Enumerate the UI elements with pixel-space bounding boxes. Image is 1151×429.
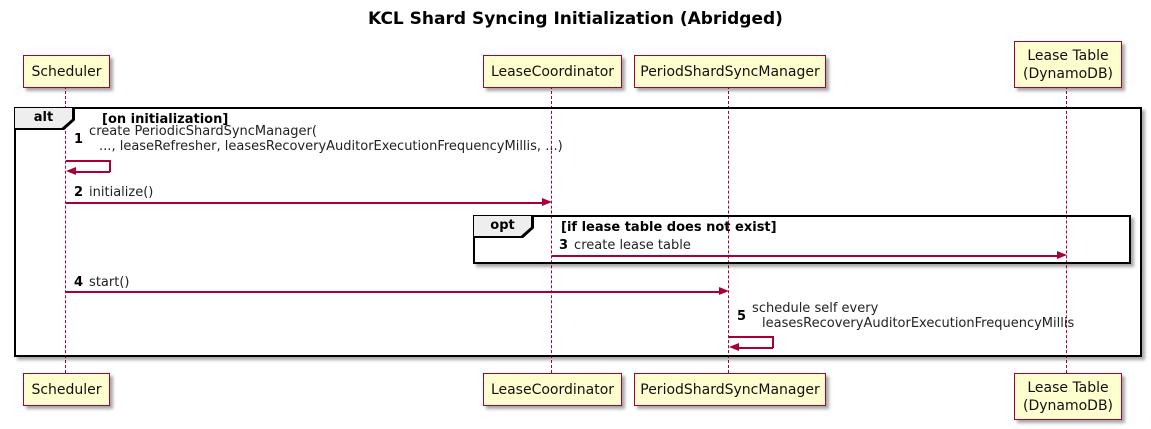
participant-label-line1: Lease Table (1027, 47, 1109, 64)
lifeline-scheduler (65, 86, 66, 373)
message-3-text: create lease table (574, 238, 691, 253)
participant-scheduler-bottom: Scheduler (23, 373, 110, 406)
alt-frame-label: alt (15, 108, 72, 128)
message-2-seq: 2 (74, 185, 84, 200)
message-4-seq: 4 (74, 275, 84, 290)
message-2-label: 2 initialize() (74, 185, 153, 200)
message-2-arrow-line (66, 202, 543, 204)
participant-label-line2: (DynamoDB) (1022, 65, 1114, 82)
opt-frame-guard: [if lease table does not exist] (561, 220, 777, 235)
participant-label: LeaseCoordinator (490, 63, 615, 80)
message-5-seq: 5 (737, 308, 747, 324)
message-1-label: 1 create PeriodicShardSyncManager( ..., … (74, 124, 563, 154)
participant-scheduler-top: Scheduler (23, 55, 110, 88)
message-5-arrowhead (729, 343, 739, 351)
message-4-arrow-line (66, 291, 720, 293)
alt-frame-tag: alt (15, 108, 75, 130)
participant-periodshardsyncmanager-top: PeriodShardSyncManager (634, 55, 826, 88)
message-2-arrowhead (542, 198, 552, 206)
message-1-arrow-top (66, 160, 110, 162)
message-5-text-line2: leasesRecoveryAuditorExecutionFrequencyM… (762, 316, 1075, 331)
lifeline-periodshardsyncmanager (728, 86, 729, 373)
participant-label: PeriodShardSyncManager (640, 381, 820, 398)
participant-label: PeriodShardSyncManager (640, 63, 820, 80)
opt-frame-tag: opt (474, 216, 534, 238)
participant-label: Scheduler (31, 381, 102, 398)
message-4-text: start() (89, 275, 130, 290)
message-5-arrow-bottom (737, 347, 773, 349)
message-2-text: initialize() (89, 185, 154, 200)
diagram-title: KCL Shard Syncing Initialization (Abridg… (368, 9, 783, 29)
participant-lease-table-bottom: Lease Table (DynamoDB) (1014, 373, 1122, 420)
participant-label: LeaseCoordinator (490, 381, 615, 398)
message-3-arrowhead (1057, 251, 1067, 259)
message-5-label: 5 schedule self every leasesRecoveryAudi… (737, 301, 1074, 331)
message-5-arrow-top (729, 336, 773, 338)
message-4-arrowhead (719, 287, 729, 295)
message-1-arrow-side (109, 160, 111, 172)
lifeline-lease-table (1066, 86, 1067, 373)
participant-label: Scheduler (31, 63, 102, 80)
message-5-arrow-side (772, 336, 774, 348)
alt-frame-guard: [on initialization] (102, 112, 229, 127)
lifeline-leasecoordinator (551, 86, 552, 373)
participant-periodshardsyncmanager-bottom: PeriodShardSyncManager (634, 373, 826, 406)
message-3-label: 3 create lease table (559, 238, 691, 253)
participant-leasecoordinator-top: LeaseCoordinator (483, 55, 622, 88)
participant-label-line2: (DynamoDB) (1022, 397, 1114, 414)
message-1-arrow-bottom (74, 171, 110, 173)
message-1-text-line2: ..., leaseRefresher, leasesRecoveryAudit… (99, 139, 563, 154)
participant-label-line1: Lease Table (1027, 379, 1109, 396)
message-3-arrow-line (552, 255, 1058, 257)
opt-frame: opt [if lease table does not exist] (473, 215, 1131, 264)
message-4-label: 4 start() (74, 275, 129, 290)
participant-lease-table-top: Lease Table (DynamoDB) (1014, 41, 1122, 88)
participant-leasecoordinator-bottom: LeaseCoordinator (483, 373, 622, 406)
message-1-arrowhead (66, 167, 76, 175)
message-3-seq: 3 (559, 238, 569, 253)
message-1-seq: 1 (74, 131, 84, 147)
message-1-text-line1: create PeriodicShardSyncManager( (89, 124, 317, 139)
opt-frame-label: opt (474, 216, 531, 236)
message-5-text-line1: schedule self every (752, 301, 879, 316)
alt-frame: alt [on initialization] (14, 107, 1142, 357)
